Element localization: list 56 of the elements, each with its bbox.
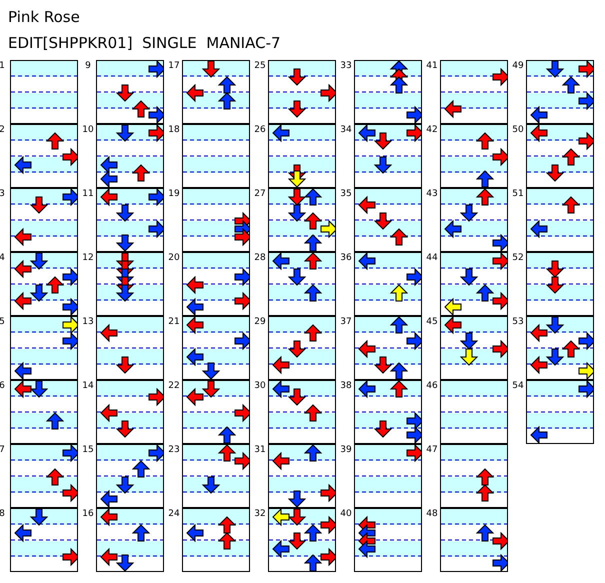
measure-number: 15 (82, 445, 94, 455)
measure-number: 24 (168, 509, 180, 519)
measure-number: 16 (82, 509, 94, 519)
measure-number: 36 (340, 253, 352, 263)
measure-number: 35 (340, 189, 352, 199)
measure-number: 32 (254, 509, 266, 519)
measure-number: 12 (82, 253, 94, 263)
measure-number: 26 (254, 125, 266, 135)
measure-number: 30 (254, 381, 266, 391)
measure-number: 34 (340, 125, 352, 135)
measure-number: 45 (426, 317, 438, 327)
measure-number: 39 (340, 445, 352, 455)
measure-number: 21 (168, 317, 180, 327)
measure-number: 11 (82, 189, 94, 199)
measure-number: 43 (426, 189, 438, 199)
measure-number: 19 (168, 189, 180, 199)
measure-number: 47 (426, 445, 438, 455)
measure-number: 37 (340, 317, 352, 327)
measure-number: 17 (168, 61, 180, 71)
measure-number: 33 (340, 61, 352, 71)
measure-number: 4 (0, 253, 5, 263)
measure-number: 42 (426, 125, 438, 135)
measure-number: 48 (426, 509, 438, 519)
measure-number: 49 (512, 61, 524, 71)
measure-number: 8 (0, 509, 5, 519)
measure-number: 13 (82, 317, 94, 327)
measure-number: 2 (0, 125, 5, 135)
measure-number: 7 (0, 445, 5, 455)
measure-number: 31 (254, 445, 266, 455)
measure-number: 52 (512, 253, 524, 263)
measure-number: 14 (82, 381, 94, 391)
measure-number: 41 (426, 61, 438, 71)
measure-number: 9 (85, 61, 91, 71)
measure-number: 20 (168, 253, 180, 263)
song-title: Pink Rose (8, 8, 80, 26)
measure-number: 38 (340, 381, 352, 391)
measure-number: 5 (0, 317, 5, 327)
measure-number: 46 (426, 381, 438, 391)
measure-number: 10 (82, 125, 94, 135)
measure-number: 50 (512, 125, 524, 135)
measure-number: 51 (512, 189, 524, 199)
measure-number: 44 (426, 253, 438, 263)
measure-number: 22 (168, 381, 180, 391)
measure-number: 6 (0, 381, 5, 391)
measure-number: 25 (254, 61, 266, 71)
measure-number: 18 (168, 125, 180, 135)
measure-number: 1 (0, 61, 5, 71)
measure-number: 28 (254, 253, 266, 263)
chart-info: EDIT[SHPPKR01] SINGLE MANIAC-7 (8, 34, 281, 52)
measure-number: 3 (0, 189, 5, 199)
measure-number: 54 (512, 381, 524, 391)
measure-number: 53 (512, 317, 524, 327)
measure-number: 27 (254, 189, 266, 199)
measure-number: 23 (168, 445, 180, 455)
measure-number: 29 (254, 317, 266, 327)
measure-number: 40 (340, 509, 352, 519)
